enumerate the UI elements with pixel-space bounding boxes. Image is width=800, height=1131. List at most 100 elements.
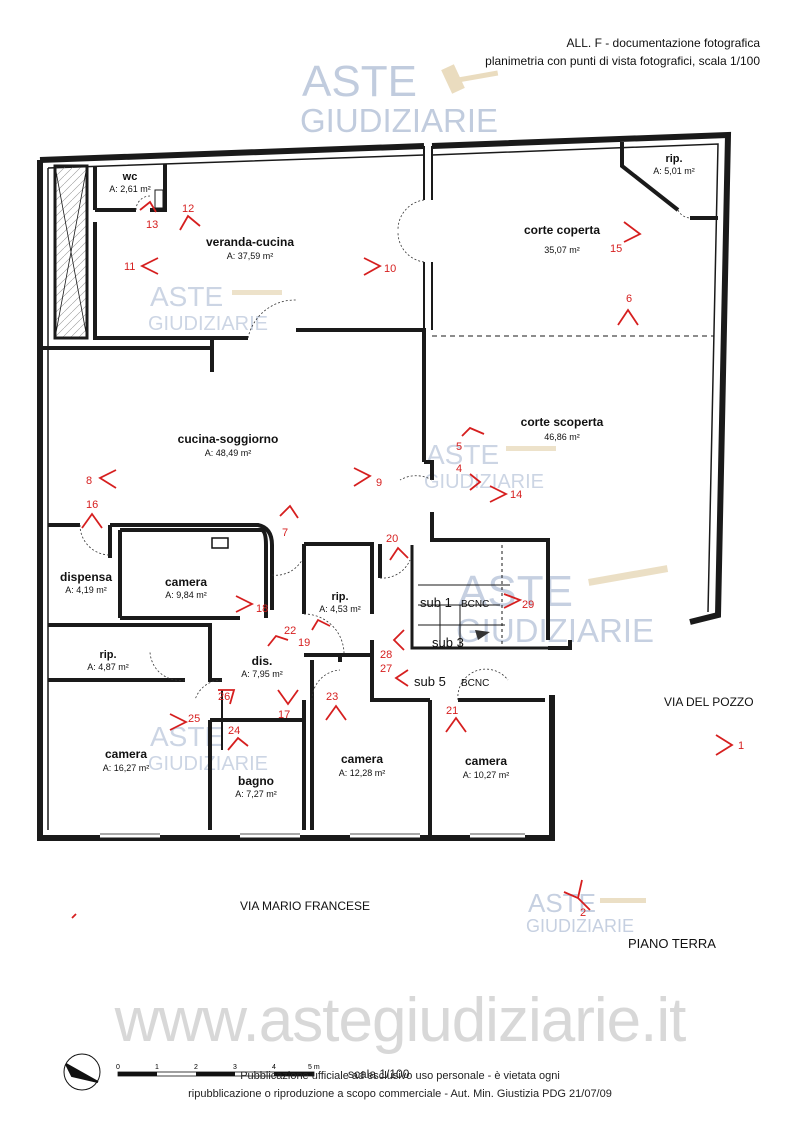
watermark-giudiziarie: GIUDIZIARIE [148, 313, 268, 335]
viewpoint-9-chevron [353, 467, 372, 487]
viewpoint-28-chevron [392, 629, 405, 651]
sub3-label: sub 3 [432, 635, 464, 650]
viewpoint-label: 6 [626, 293, 632, 305]
viewpoint-23-chevron [325, 704, 347, 721]
room-veranda-area: A: 37,59 m² [227, 251, 274, 261]
viewpoint-12-chevron [179, 214, 201, 231]
room-camera1-area: A: 9,84 m² [165, 590, 207, 600]
viewpoint-label: 10 [384, 263, 396, 275]
room-rip-left-area: A: 4,87 m² [87, 662, 129, 672]
viewpoint-label: 2 [580, 907, 586, 919]
scale-tick: 5 m [308, 1064, 320, 1071]
watermark-aste: ASTE [458, 567, 573, 616]
viewpoint-label: 17 [278, 709, 290, 721]
room-camera3-name: camera [341, 752, 383, 766]
room-labels: wc A: 2,61 m² veranda-cucina A: 37,59 m²… [60, 153, 695, 799]
viewpoint-label: 15 [610, 243, 622, 255]
scale-label: scala 1/100 [348, 1067, 410, 1081]
room-rip-left-name: rip. [99, 649, 116, 661]
viewpoint-label: 9 [376, 477, 382, 489]
scale-tick: 2 [194, 1064, 198, 1071]
watermark-aste: ASTE [302, 57, 417, 106]
watermark-url: www.astegiudiziarie.it [114, 986, 687, 1055]
stray-mark [71, 913, 77, 919]
sub5-label: sub 5 [414, 674, 446, 689]
viewpoint-label: 23 [326, 691, 338, 703]
viewpoint-17-chevron [277, 689, 299, 706]
room-wc-name: wc [122, 171, 138, 183]
watermark-logo-right: ASTE GIUDIZIARIE [456, 565, 669, 649]
sub1-bcnc-label: BCNC [461, 599, 489, 610]
watermark-giudiziarie: GIUDIZIARIE [526, 916, 634, 936]
scale-tick: 4 [272, 1064, 276, 1071]
watermark-giudiziarie: GIUDIZIARIE [300, 102, 498, 139]
viewpoint-24-chevron [227, 736, 249, 751]
viewpoint-27-chevron [394, 669, 409, 687]
viewpoint-4-chevron [469, 473, 482, 491]
watermark-aste: ASTE [426, 439, 499, 470]
room-rip-mid-area: A: 4,53 m² [319, 604, 361, 614]
scale-tick: 3 [233, 1064, 237, 1071]
viewpoint-label: 12 [182, 203, 194, 215]
room-bagno-area: A: 7,27 m² [235, 789, 277, 799]
viewpoint-label: 1 [738, 740, 744, 752]
header-line-2: planimetria con punti di vista fotografi… [485, 54, 760, 68]
watermark-aste: ASTE [528, 888, 596, 918]
viewpoint-14-chevron [489, 485, 509, 503]
watermark-logo-top: ASTE GIUDIZIARIE [300, 57, 499, 139]
footer-line-2: ripubblicazione o riproduzione a scopo c… [188, 1088, 612, 1100]
viewpoint-label: 8 [86, 475, 92, 487]
viewpoint-labels: 1 2 4 5 6 7 8 9 10 11 12 13 14 15 16 17 … [86, 203, 744, 919]
watermark-logo-left: ASTE GIUDIZIARIE [148, 281, 282, 335]
room-veranda-name: veranda-cucina [206, 235, 294, 249]
viewpoint-18-chevron [235, 595, 255, 613]
footer-line-1: Pubblicazione ufficiale ad esclusivo uso… [240, 1070, 560, 1082]
viewpoint-15-chevron [623, 221, 642, 243]
room-camera3-area: A: 12,28 m² [339, 768, 386, 778]
floor-label: PIANO TERRA [628, 936, 716, 951]
room-corte-coperta-area: 35,07 m² [544, 245, 580, 255]
watermark-logo-bottom: ASTE GIUDIZIARIE [526, 888, 646, 936]
viewpoint-label: 24 [228, 725, 240, 737]
room-camera2-name: camera [105, 747, 147, 761]
room-rip-mid-name: rip. [331, 591, 348, 603]
stair-arrow-icon [475, 630, 490, 640]
furniture-box [211, 537, 229, 549]
watermark-aste: ASTE [150, 721, 223, 752]
viewpoint-29-chevron [503, 593, 523, 609]
watermark-giudiziarie: GIUDIZIARIE [456, 612, 654, 649]
room-cucina-name: cucina-soggiorno [178, 432, 279, 446]
room-camera2-area: A: 16,27 m² [103, 763, 150, 773]
room-wc-area: A: 2,61 m² [109, 184, 151, 194]
viewpoint-13-chevron [139, 200, 157, 213]
viewpoint-5-chevron [461, 426, 485, 437]
viewpoint-label: 14 [510, 489, 522, 501]
room-camera4-name: camera [465, 754, 507, 768]
room-camera1-name: camera [165, 575, 207, 589]
street-via-pozzo: VIA DEL POZZO [664, 695, 754, 709]
north-arrow-icon [63, 1053, 101, 1091]
sub-labels: sub 1 BCNC sub 3 sub 5 BCNC [414, 595, 489, 689]
header-line-1: ALL. F - documentazione fotografica [566, 36, 760, 50]
room-corte-scoperta-name: corte scoperta [521, 415, 604, 429]
viewpoint-label: 19 [298, 637, 310, 649]
viewpoint-label: 16 [86, 499, 98, 511]
walls [37, 131, 732, 841]
room-dis-name: dis. [252, 654, 273, 668]
viewpoint-label: 26 [218, 691, 230, 703]
room-cucina-area: A: 48,49 m² [205, 448, 252, 458]
scale-tick: 0 [116, 1064, 120, 1071]
sub5-bcnc-label: BCNC [461, 678, 489, 689]
viewpoint-label: 7 [282, 527, 288, 539]
room-corte-coperta-name: corte coperta [524, 223, 600, 237]
street-via-mario: VIA MARIO FRANCESE [240, 899, 370, 913]
room-dis-area: A: 7,95 m² [241, 669, 283, 679]
viewpoint-label: 29 [522, 599, 534, 611]
watermark-aste: ASTE [150, 281, 223, 312]
room-bagno-name: bagno [238, 774, 274, 788]
room-dispensa-name: dispensa [60, 570, 112, 584]
viewpoint-20-chevron [389, 546, 409, 561]
scale-tick: 1 [155, 1064, 159, 1071]
viewpoint-label: 27 [380, 663, 392, 675]
